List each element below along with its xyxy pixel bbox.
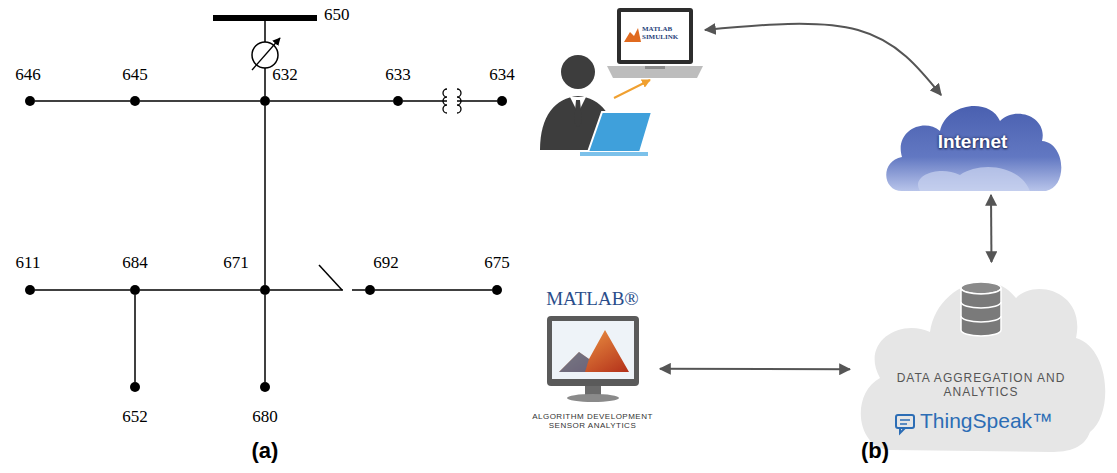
node-subtitle: ALGORITHM DEVELOPMENT SENSOR ANALYTICS bbox=[525, 412, 660, 430]
node-title: Internet bbox=[880, 131, 1065, 153]
feeder-line bbox=[264, 295, 266, 382]
node-subtitle: ThingSpeak™ bbox=[920, 409, 1053, 433]
bus-node: 611 bbox=[25, 285, 35, 295]
feeder-line bbox=[270, 100, 393, 102]
bus-number: 632 bbox=[272, 65, 298, 85]
feeder-line bbox=[35, 289, 130, 291]
panel-label: (a) bbox=[252, 438, 279, 464]
laptop-node-outline bbox=[605, 6, 705, 86]
transformer-symbol bbox=[440, 86, 464, 116]
bus-number: 680 bbox=[252, 407, 278, 427]
bus-number: 652 bbox=[122, 407, 148, 427]
bus-node: 692 bbox=[365, 285, 375, 295]
node-title: MATLAB SIMULINK bbox=[642, 25, 688, 41]
feeder-line bbox=[140, 289, 260, 291]
bus-node: 671 bbox=[260, 285, 270, 295]
bus-node: 645 bbox=[130, 96, 140, 106]
node-title: MATLAB® bbox=[525, 288, 660, 310]
bus-number: 692 bbox=[373, 253, 399, 273]
feeder-line bbox=[134, 295, 136, 382]
bus-number: 671 bbox=[223, 253, 249, 273]
source-bus: 650 bbox=[213, 15, 317, 21]
feeder-line bbox=[375, 289, 492, 291]
bus-number: 611 bbox=[16, 253, 41, 273]
matlab-monitor: MATLAB® ALGORITHM DEVELOPMENT SENSOR ANAL… bbox=[525, 288, 660, 460]
internet-cloud: Internet bbox=[880, 95, 1065, 195]
bus-node: 684 bbox=[130, 285, 140, 295]
switch-symbol bbox=[319, 265, 352, 295]
feeder-line bbox=[264, 106, 266, 285]
matlab-monitor-outline bbox=[525, 288, 660, 460]
node-title: DATA AGGREGATION AND ANALYTICS bbox=[886, 372, 1076, 400]
bus-number: 634 bbox=[489, 65, 515, 85]
bus-number: 684 bbox=[122, 253, 148, 273]
bus-node: 646 bbox=[25, 96, 35, 106]
feeder-line bbox=[35, 100, 130, 102]
bus-node: 675 bbox=[492, 285, 502, 295]
data-flow-arrow bbox=[705, 24, 941, 95]
bus-node: 652 bbox=[130, 382, 140, 392]
panel-label: (b) bbox=[861, 438, 889, 464]
laptop-node: MATLAB SIMULINK bbox=[605, 6, 705, 86]
bus-number: 646 bbox=[15, 65, 41, 85]
bus-node: 632 bbox=[260, 96, 270, 106]
data-flow-arrow bbox=[660, 368, 850, 370]
bus-node: 680 bbox=[260, 382, 270, 392]
thingspeak-cloud: DATA AGGREGATION AND ANALYTICS ThingSpeak… bbox=[850, 262, 1112, 457]
bus-number: 650 bbox=[324, 5, 350, 25]
bus-number: 633 bbox=[385, 65, 411, 85]
bus-number: 675 bbox=[484, 253, 510, 273]
pointer-arrow bbox=[614, 80, 650, 98]
bus-node: 634 bbox=[497, 96, 507, 106]
data-flow-arrow bbox=[990, 195, 992, 262]
bus-number: 645 bbox=[122, 65, 148, 85]
bus-node: 633 bbox=[393, 96, 403, 106]
feeder-line bbox=[140, 100, 260, 102]
